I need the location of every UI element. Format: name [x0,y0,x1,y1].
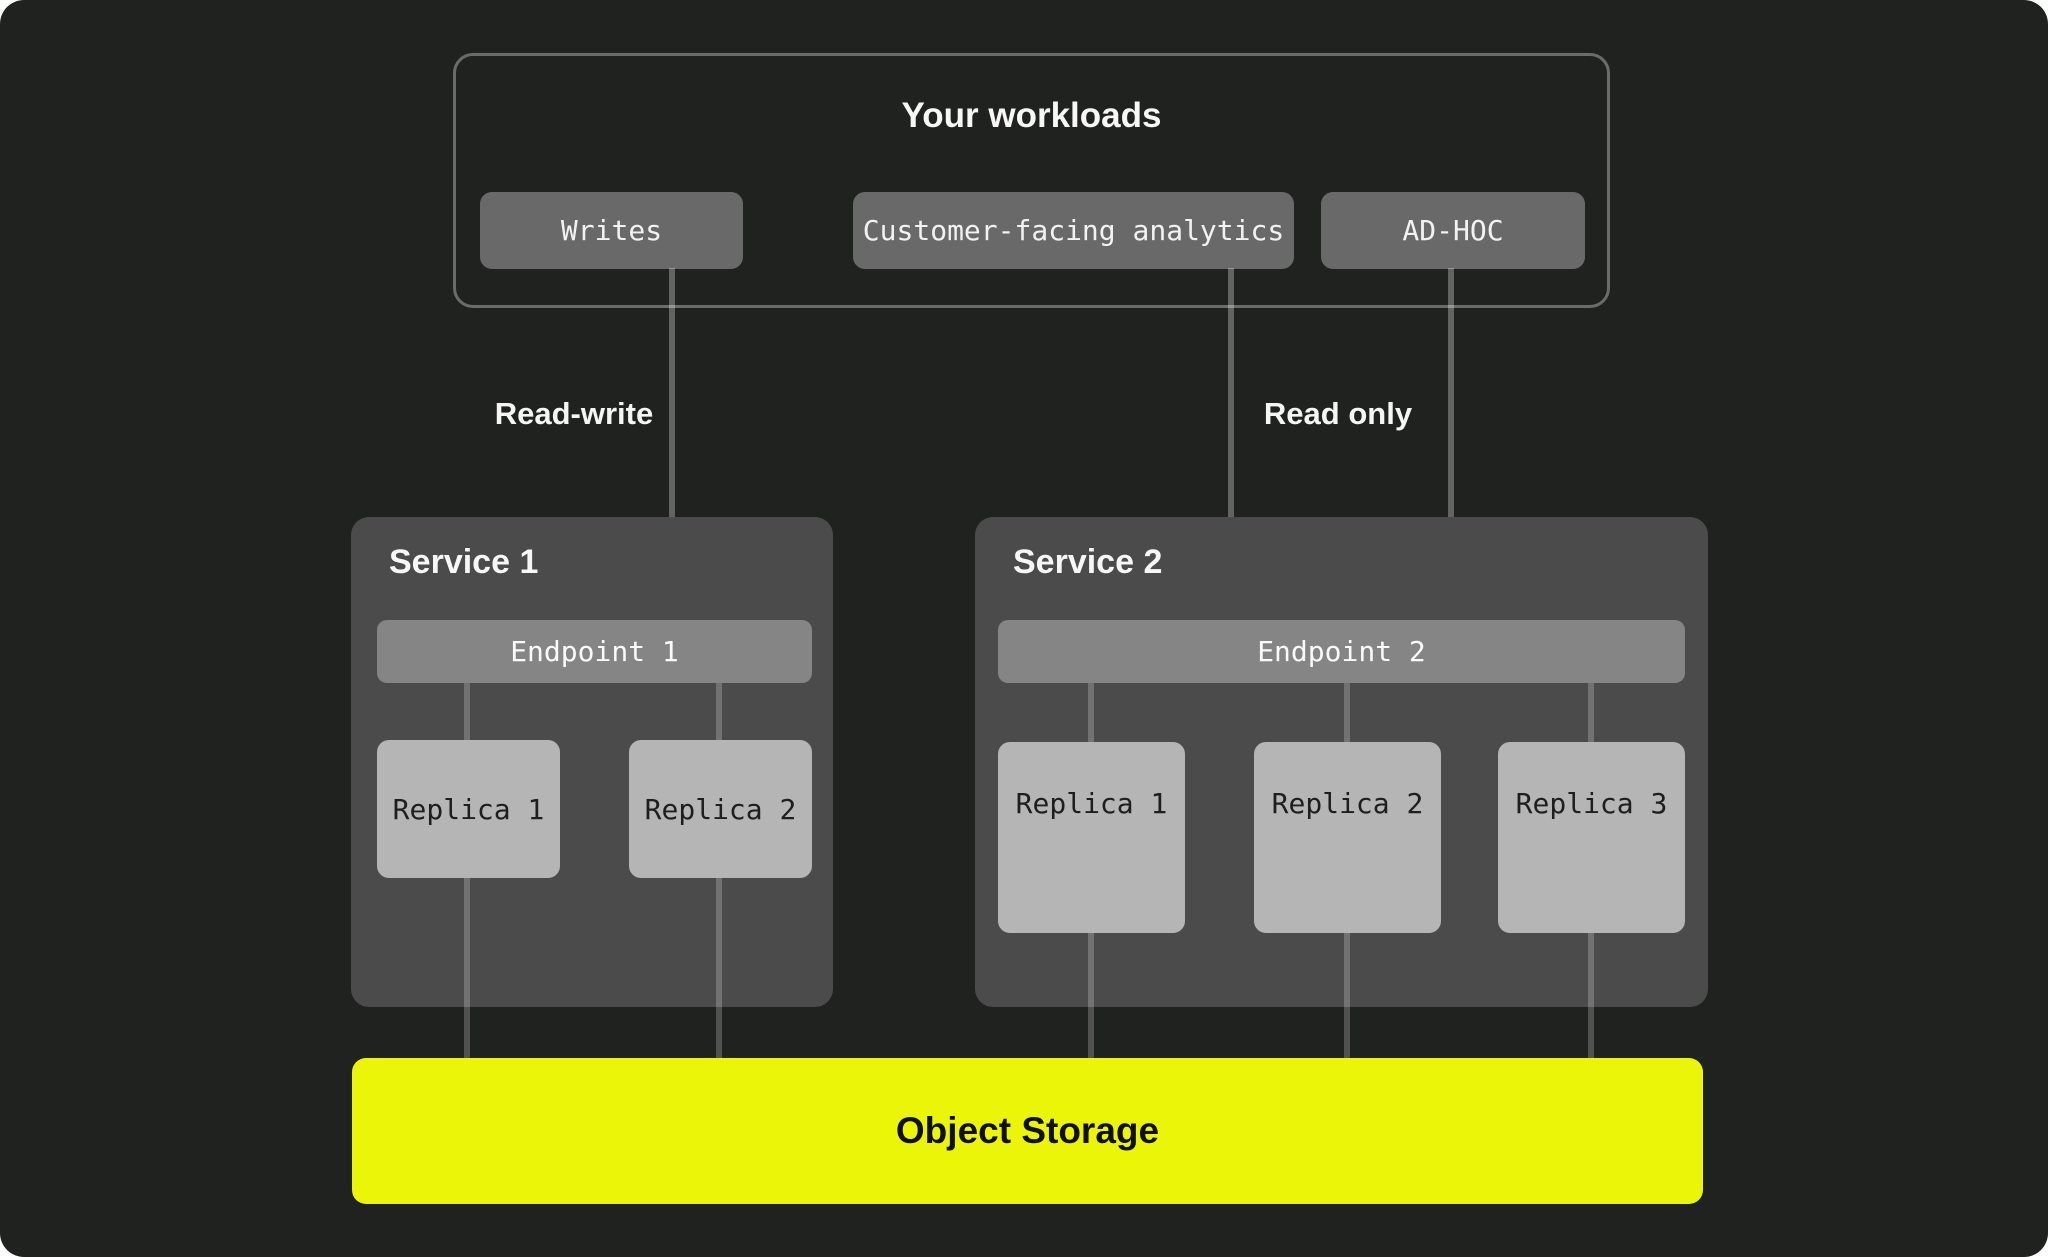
service-1-title: Service 1 [389,543,539,581]
workloads-title: Your workloads [901,96,1162,135]
read-write-label: Read-write [494,396,654,431]
workloads-group-box [453,53,1610,308]
service-2-replica-1-box: Replica 1 [998,742,1185,933]
writes-arrow-line [669,268,675,585]
service-2-title: Service 2 [1013,543,1163,581]
workload-writes-chip: Writes [480,192,743,269]
workload-adhoc-chip: AD-HOC [1321,192,1585,269]
adhoc-arrow-line [1448,268,1454,585]
object-storage-bar: Object Storage [352,1058,1703,1204]
endpoint-1-bar: Endpoint 1 [377,620,812,683]
service-1-replica-1-box: Replica 1 [377,740,560,878]
read-only-label: Read only [1263,396,1413,431]
service-1-replica-2-box: Replica 2 [629,740,812,878]
service-2-replica-3-box: Replica 3 [1498,742,1685,933]
endpoint-2-bar: Endpoint 2 [998,620,1685,683]
analytics-arrow-line [1228,268,1234,585]
service-2-replica-2-box: Replica 2 [1254,742,1441,933]
workload-analytics-chip: Customer-facing analytics [853,192,1294,269]
